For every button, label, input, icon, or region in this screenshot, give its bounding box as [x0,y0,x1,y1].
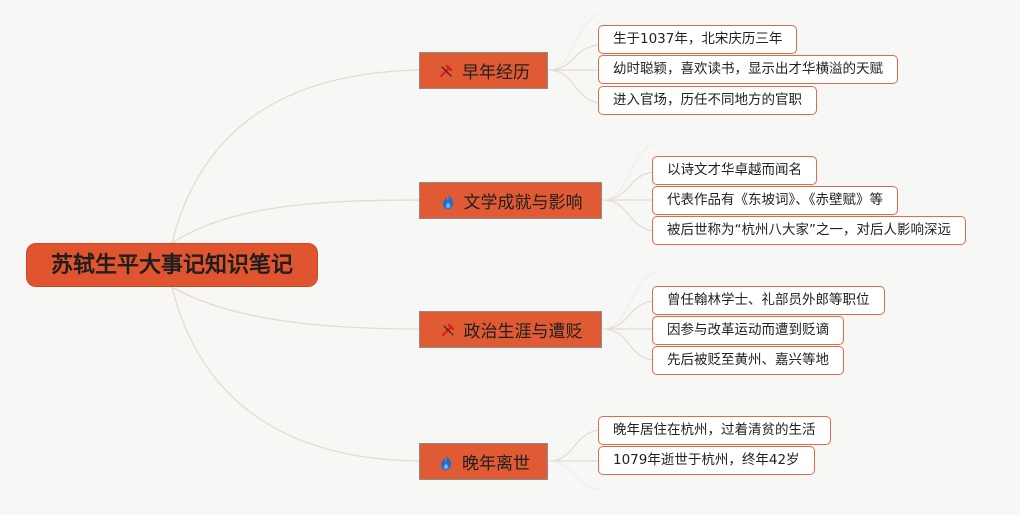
leaf-node[interactable]: 先后被贬至黄州、嘉兴等地 [652,346,844,375]
connector-b2-tail [601,142,656,201]
connector-b4-leaf-1 [547,429,599,462]
connector-root-branch-2 [171,199,421,244]
leaf-node[interactable]: 代表作品有《东坡词》、《赤壁赋》等 [652,186,898,215]
connector-b2-leaf-1 [601,171,653,201]
flame-icon [439,192,457,210]
flame-icon [437,453,455,471]
connector-b4-tail [547,460,601,491]
branch-label: 文学成就与影响 [463,193,583,213]
connector-b1-tail [547,13,601,71]
leaf-node[interactable]: 晚年居住在杭州，过着清贫的生活 [598,416,831,445]
leaf-node[interactable]: 1079年逝世于杭州，终年42岁 [598,446,815,475]
leaf-node[interactable]: 生于1037年，北宋庆历三年 [598,25,798,54]
branch-label: 政治生涯与遭贬 [463,322,583,342]
connector-b1-leaf-3 [547,69,599,104]
leaf-node[interactable]: 进入官场，历任不同地方的官职 [598,86,817,115]
connector-b1-leaf-1 [547,44,599,71]
root-topic[interactable]: 苏轼生平大事记知识笔记 [26,243,318,287]
connector-root-branch-4 [171,286,421,462]
connector-b3-leaf-1 [601,300,653,330]
leaf-node[interactable]: 曾任翰林学士、礼部员外郎等职位 [652,286,885,315]
leaf-node[interactable]: 以诗文才华卓越而闻名 [652,156,817,185]
connector-b2-leaf-3 [601,199,653,232]
connector-root-branch-3 [171,286,421,330]
leaf-node[interactable]: 因参与改革运动而遭到贬谪 [652,316,844,345]
connector-b3-leaf-3 [601,328,653,361]
leaf-node[interactable]: 幼时聪颖，喜欢读书，显示出才华横溢的天赋 [598,55,898,84]
tools-icon [439,321,457,339]
leaf-node[interactable]: 被后世称为“杭州八大家”之一，对后人影响深远 [652,216,966,245]
branch-early-life[interactable]: 早年经历 [419,52,548,89]
branch-later-years[interactable]: 晚年离世 [419,443,548,480]
branch-political-career[interactable]: 政治生涯与遭贬 [419,311,602,348]
connector-b3-tail [601,271,656,330]
tools-icon [437,62,455,80]
branch-label: 晚年离世 [462,454,530,474]
branch-literary-achievements[interactable]: 文学成就与影响 [419,182,602,219]
connector-root-branch-1 [171,69,421,244]
branch-label: 早年经历 [462,63,530,83]
